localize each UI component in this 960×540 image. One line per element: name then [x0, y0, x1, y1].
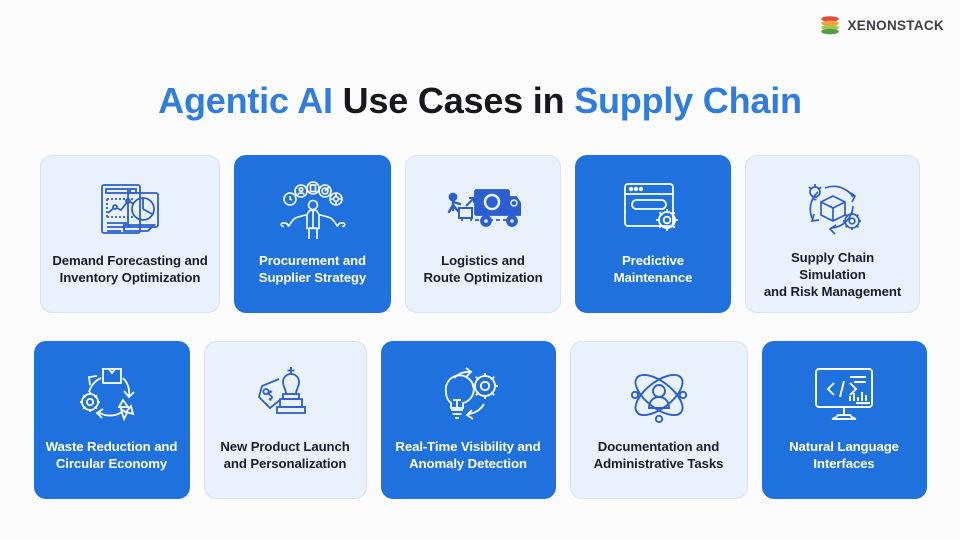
use-case-card-label: Predictive Maintenance	[613, 253, 693, 285]
forecast-charts-document-icon	[94, 170, 166, 248]
use-case-card-label: Waste Reduction and Circular Economy	[45, 439, 178, 471]
use-case-card-label: New Product Launch and Personalization	[220, 439, 350, 471]
use-case-grid: Demand Forecasting and Inventory Optimiz…	[0, 155, 960, 517]
package-cycle-bulb-gear-icon	[797, 170, 869, 245]
use-case-card-label: Logistics and Route Optimization	[423, 253, 543, 285]
recycle-package-gear-icon	[77, 356, 147, 434]
monitor-code-chart-icon	[810, 356, 878, 434]
use-case-card-label: Demand Forecasting and Inventory Optimiz…	[52, 253, 208, 285]
use-case-card-procurement-strategy[interactable]: Procurement and Supplier Strategy	[234, 155, 391, 313]
use-case-card-new-product-launch[interactable]: New Product Launch and Personalization	[203, 341, 367, 499]
chess-king-price-tag-icon	[253, 356, 317, 434]
stacked-layers-logo-icon	[821, 16, 840, 35]
person-juggling-options-icon	[278, 170, 348, 248]
use-case-row-2: Waste Reduction and Circular Economy Ne	[0, 341, 960, 499]
page-title: Agentic AI Use Cases in Supply Chain	[0, 79, 960, 123]
use-case-card-waste-reduction[interactable]: Waste Reduction and Circular Economy	[33, 341, 190, 499]
use-case-card-label: Procurement and Supplier Strategy	[258, 253, 367, 285]
page-title-part-3: Supply Chain	[574, 80, 802, 122]
use-case-card-demand-forecasting[interactable]: Demand Forecasting and Inventory Optimiz…	[40, 155, 220, 313]
use-case-card-label: Real-Time Visibility and Anomaly Detecti…	[395, 439, 541, 471]
page-title-part-2: Use Cases in	[342, 80, 565, 122]
use-case-card-logistics-route[interactable]: Logistics and Route Optimization	[405, 155, 561, 313]
use-case-card-label: Documentation and Administrative Tasks	[593, 439, 724, 471]
browser-window-gear-icon	[619, 170, 687, 248]
use-case-card-natural-language-interfaces[interactable]: Natural Language Interfaces	[761, 341, 927, 499]
use-case-card-label: Natural Language Interfaces	[789, 439, 899, 471]
use-case-card-documentation-admin[interactable]: Documentation and Administrative Tasks	[569, 341, 748, 499]
use-case-card-predictive-maintenance[interactable]: Predictive Maintenance	[575, 155, 731, 313]
use-case-card-supply-chain-simulation[interactable]: Supply Chain Simulation and Risk Managem…	[745, 155, 920, 313]
brand-name: XENONSTACK	[847, 17, 944, 33]
use-case-card-label: Supply Chain Simulation and Risk Managem…	[763, 250, 902, 299]
lightbulb-gear-cycle-icon	[432, 356, 504, 434]
delivery-truck-handcart-icon	[445, 170, 521, 248]
page-title-part-1: Agentic AI	[158, 80, 333, 122]
brand-logo: XENONSTACK	[819, 14, 944, 36]
atom-orbit-person-icon	[625, 356, 693, 434]
use-case-card-realtime-visibility[interactable]: Real-Time Visibility and Anomaly Detecti…	[380, 341, 556, 499]
use-case-row-1: Demand Forecasting and Inventory Optimiz…	[0, 155, 960, 313]
